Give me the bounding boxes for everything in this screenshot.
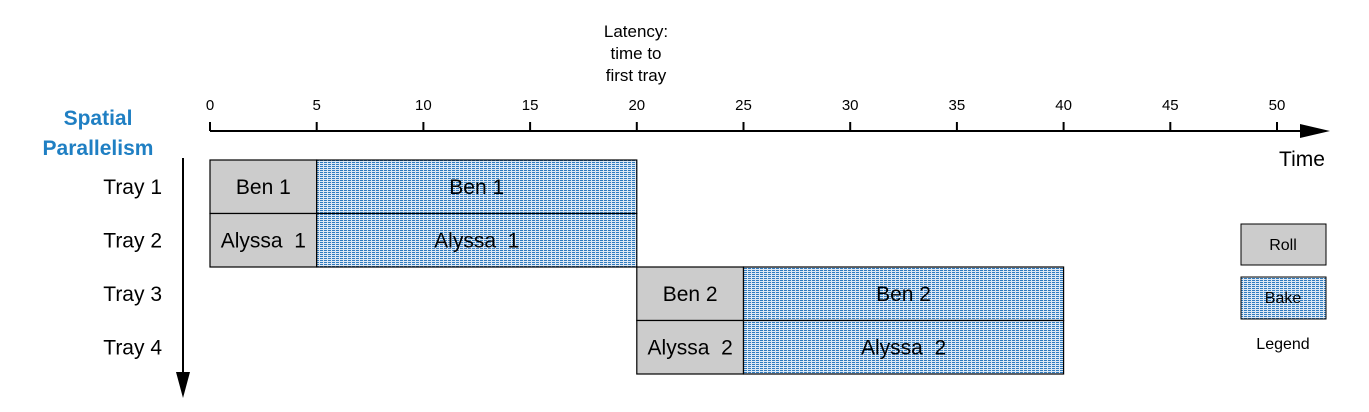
tray-labels: Tray 1 Tray 2 Tray 3 Tray 4 (103, 176, 162, 360)
time-tick-label: 35 (949, 97, 966, 114)
legend-roll-swatch (1240, 223, 1327, 266)
time-tick-label: 0 (206, 97, 214, 114)
bake-task-box (742, 319, 1065, 375)
tray-label: Tray 2 (103, 229, 162, 252)
time-tick-label: 25 (735, 97, 752, 114)
time-tick-label: 10 (415, 97, 432, 114)
diagram-title-line-2: Parallelism (43, 137, 154, 160)
tray-label: Tray 3 (103, 283, 162, 306)
time-tick-label: 40 (1055, 97, 1072, 114)
bake-task-box (316, 212, 638, 268)
bake-task-label: Ben 2 (876, 283, 931, 306)
bake-task-label: Alyssa 1 (434, 229, 519, 252)
bake-task-box (316, 159, 638, 215)
time-tick-label: 45 (1162, 97, 1179, 114)
legend-roll-label: Roll (1269, 237, 1297, 254)
legend-bake-label: Bake (1265, 290, 1302, 307)
latency-note-line-1: Latency: (604, 22, 668, 41)
roll-task-label: Alyssa 2 (648, 336, 733, 359)
time-tick-label: 5 (313, 97, 321, 114)
tray-axis-arrowhead (176, 372, 190, 398)
time-tick-label: 30 (842, 97, 859, 114)
legend-title: Legend (1256, 336, 1309, 353)
task-boxes: Ben 1 Ben 1 Alyssa 1 Alyssa 1 Ben 2 Ben 2 Alys… (209, 159, 1065, 375)
latency-note-line-2: time to (610, 44, 661, 63)
roll-task-label: Ben 1 (236, 176, 291, 199)
bake-task-label: Alyssa 2 (861, 336, 946, 359)
tray-label: Tray 4 (103, 336, 162, 359)
time-axis-ticks: 0 5 10 15 20 25 30 35 40 45 50 (206, 97, 1286, 131)
bake-task-label: Ben 1 (449, 176, 504, 199)
diagram-title-line-1: Spatial (64, 107, 133, 130)
time-axis-label: Time (1279, 148, 1325, 171)
tray-label: Tray 1 (103, 176, 162, 199)
roll-task-label: Ben 2 (663, 283, 718, 306)
time-tick-label: 50 (1269, 97, 1286, 114)
roll-task-box (209, 212, 318, 268)
roll-task-label: Alyssa 1 (221, 229, 306, 252)
time-axis-arrowhead (1300, 124, 1330, 138)
latency-note-line-3: first tray (606, 66, 667, 85)
roll-task-box (636, 319, 745, 375)
time-tick-label: 20 (628, 97, 645, 114)
legend-bake-swatch (1240, 276, 1327, 320)
time-tick-label: 15 (522, 97, 539, 114)
roll-task-box (636, 266, 745, 322)
